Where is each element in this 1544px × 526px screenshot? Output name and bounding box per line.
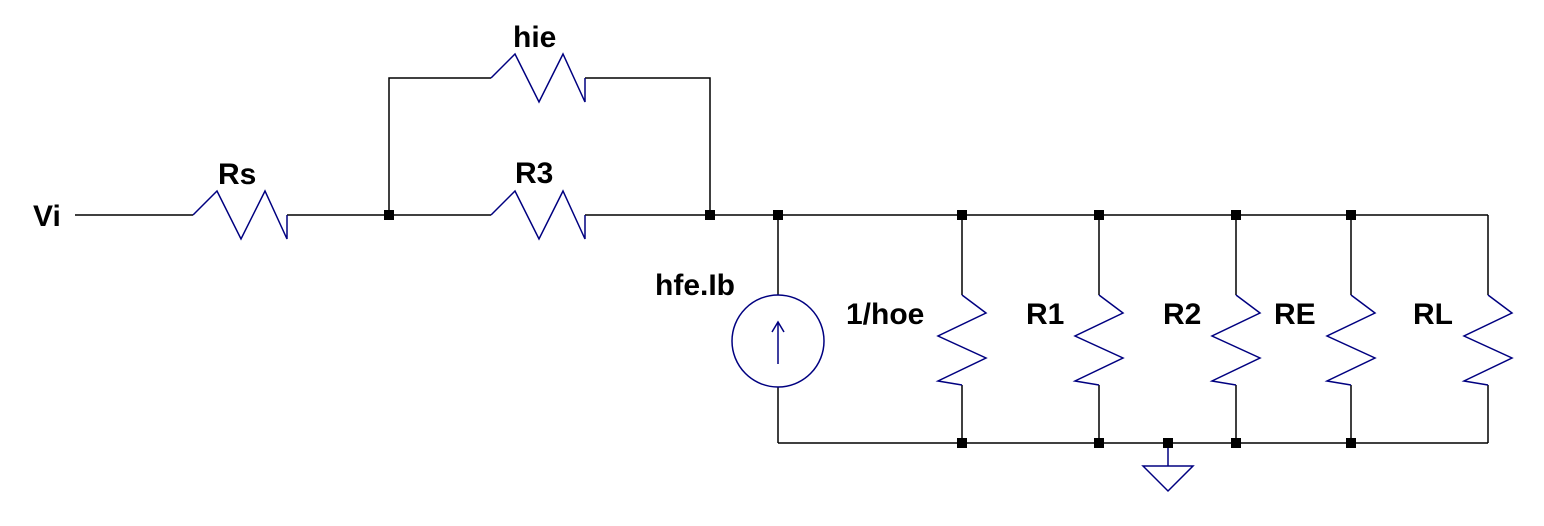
junction-node-a [384, 210, 394, 220]
labels: Vi Rs hie R3 hfe.Ib 1/hoe R1 R2 RE RL [33, 21, 1453, 331]
current-source-icon [731, 294, 825, 388]
label-r1: R1 [1026, 298, 1064, 331]
resistor-hie [490, 52, 586, 104]
junction-r2-bottom [1231, 438, 1241, 448]
junction-hoe-bottom [957, 438, 967, 448]
resistor-r1 [1072, 294, 1125, 386]
label-hoe: 1/hoe [846, 298, 924, 331]
junction-r1-bottom [1094, 438, 1104, 448]
resistor-icon [1209, 294, 1262, 386]
resistor-icon [1324, 294, 1377, 386]
resistor-r3 [490, 189, 586, 241]
ground-icon [1141, 465, 1195, 493]
resistor-icon [192, 189, 288, 241]
junction-re-bottom [1346, 438, 1356, 448]
junction-re-top [1346, 210, 1356, 220]
label-hie: hie [513, 21, 556, 54]
resistor-icon [490, 52, 586, 104]
junction-r1-top [1094, 210, 1104, 220]
wire-hie-right [585, 77, 711, 215]
junctions [384, 210, 1356, 448]
wires [75, 77, 1489, 444]
junction-r2-top [1231, 210, 1241, 220]
resistor-hoe [935, 294, 988, 386]
resistor-rl [1461, 294, 1514, 386]
label-rl: RL [1413, 298, 1453, 331]
resistor-icon [490, 189, 586, 241]
resistor-rs [192, 189, 288, 241]
junction-ground [1163, 438, 1173, 448]
junction-node-b [705, 210, 715, 220]
label-r2: R2 [1163, 298, 1201, 331]
resistor-icon [1461, 294, 1514, 386]
current-arrow-head [771, 320, 785, 333]
wire-hie-left [388, 77, 491, 215]
label-vi: Vi [33, 200, 61, 233]
junction-source-top [773, 210, 783, 220]
resistor-r2 [1209, 294, 1262, 386]
current-source [731, 294, 825, 388]
label-r3: R3 [515, 157, 553, 190]
resistor-icon [935, 294, 988, 386]
resistor-re [1324, 294, 1377, 386]
label-re: RE [1274, 298, 1316, 331]
label-rs: Rs [218, 158, 256, 191]
resistor-icon [1072, 294, 1125, 386]
ground [1141, 443, 1195, 493]
label-hfe-ib: hfe.Ib [655, 269, 735, 302]
junction-hoe-top [957, 210, 967, 220]
